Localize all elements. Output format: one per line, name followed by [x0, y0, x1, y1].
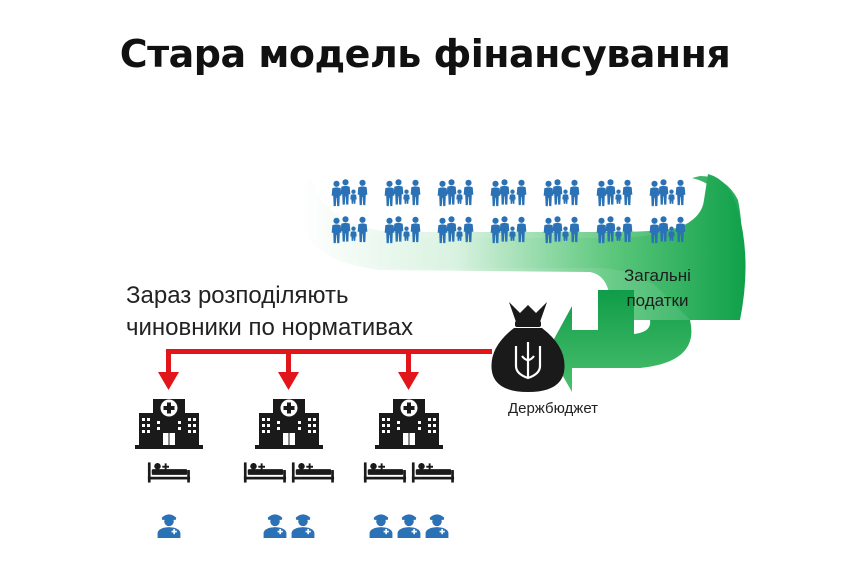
page-title: Стара модель фінансування — [119, 32, 731, 76]
taxes-label-line-2: податки — [626, 291, 689, 310]
family-icon — [597, 179, 633, 206]
caption-line-2: чиновники по нормативах — [126, 314, 414, 341]
family-icon — [544, 179, 580, 206]
taxes-label-line-1: Загальні — [624, 266, 691, 285]
tax-arrow — [548, 290, 692, 392]
hospital-bed-icon — [411, 462, 455, 483]
caption-line-1: Зараз розподіляють — [126, 282, 349, 309]
family-icon — [650, 179, 686, 206]
hospital-icon — [135, 399, 203, 449]
distribution-caption: Зараз розподіляють чиновники по норматив… — [126, 280, 413, 344]
family-icon — [385, 179, 421, 206]
doctor-icon — [397, 514, 421, 538]
tax-flow-band — [299, 170, 746, 320]
family-icon — [438, 179, 474, 206]
doctor-icon — [369, 514, 393, 538]
hospital-bed-icon — [291, 462, 335, 483]
budget-bag-icon — [491, 302, 565, 392]
doctor-icon — [291, 514, 315, 538]
doctor-icon — [263, 514, 287, 538]
taxes-label: Загальні податки — [624, 263, 691, 313]
family-icon — [491, 179, 527, 206]
distribution-arrows — [158, 349, 492, 390]
hospital-bed-icon — [243, 462, 287, 483]
hospital-icon — [375, 399, 443, 449]
hospital-bed-icon — [147, 462, 191, 483]
hospital-icon — [255, 399, 323, 449]
hospital-bed-icon — [363, 462, 407, 483]
doctor-icon — [425, 514, 449, 538]
family-icon — [332, 179, 368, 206]
doctor-icon — [157, 514, 181, 538]
budget-label: Держбюджет — [507, 400, 599, 417]
